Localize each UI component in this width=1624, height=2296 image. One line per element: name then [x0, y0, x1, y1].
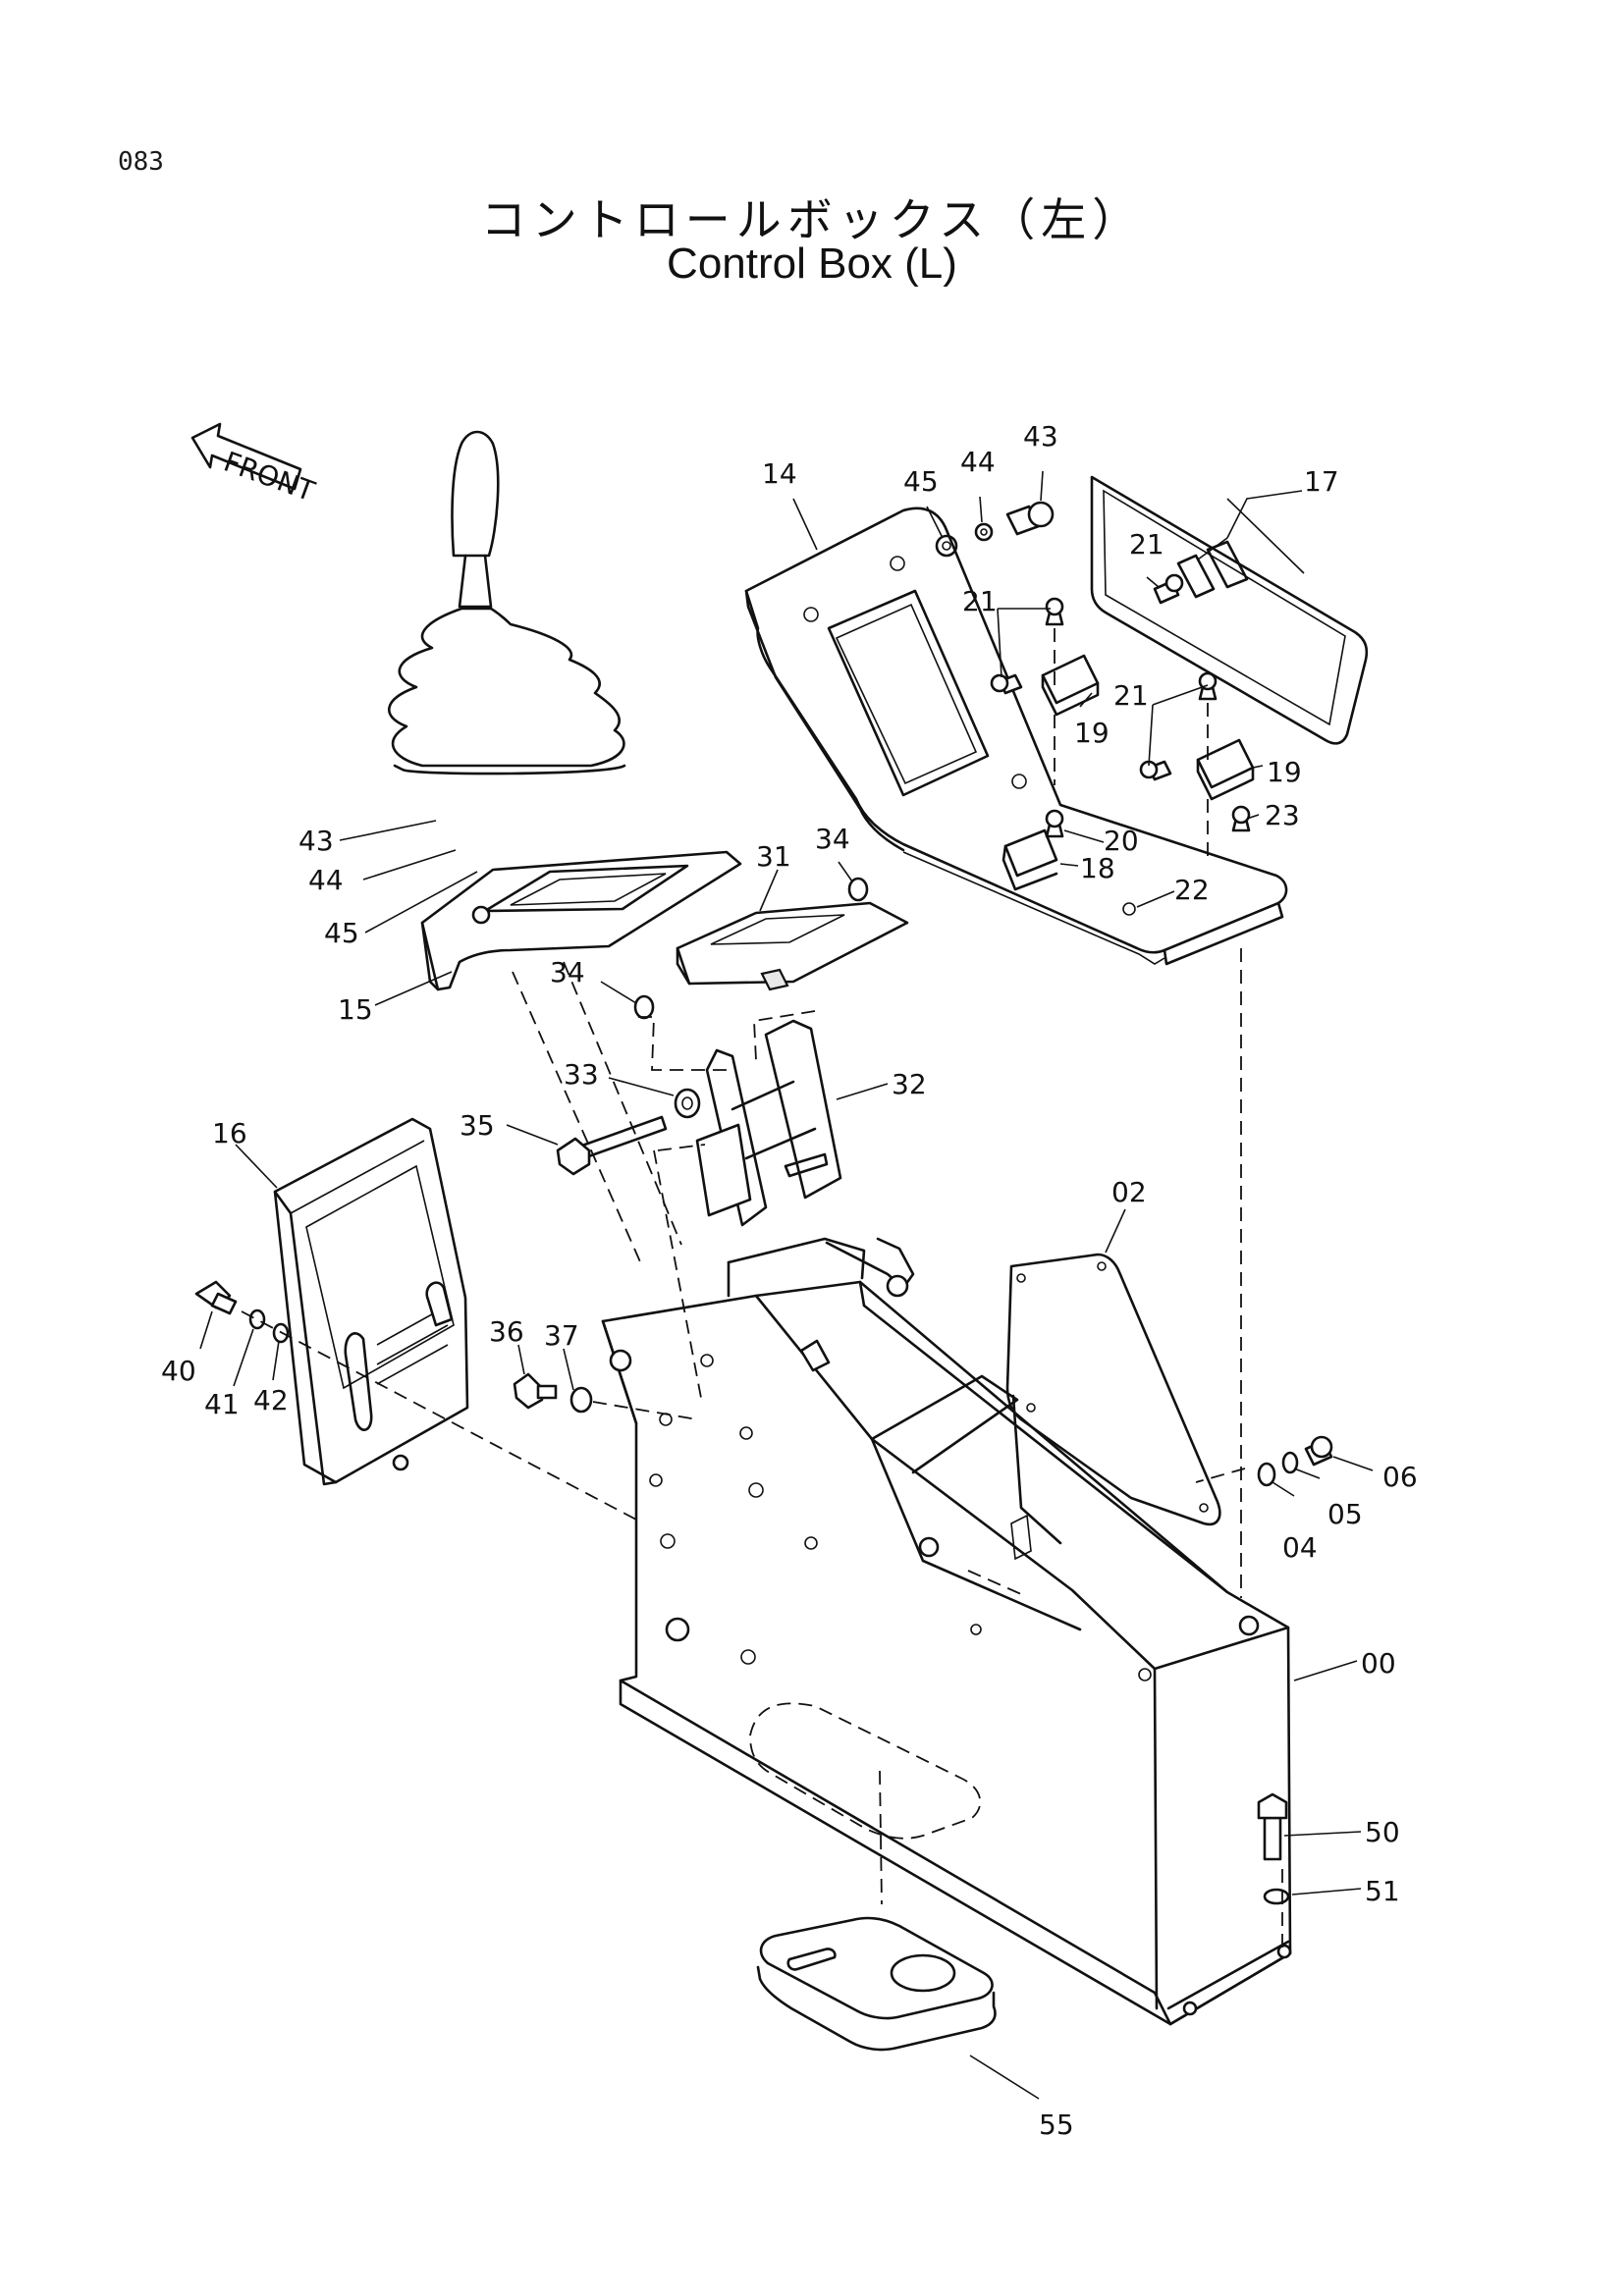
callout-leaders	[199, 470, 1374, 2100]
part-32-support-bracket	[695, 1019, 842, 1227]
callout-06: 06	[1382, 1461, 1418, 1493]
front-arrow: FRONT	[190, 422, 320, 508]
part-50-bolt	[1257, 1792, 1288, 1861]
fasteners-upper-right	[935, 501, 1251, 916]
title-english: Control Box (L)	[667, 240, 957, 288]
part-35-bolt	[556, 1115, 668, 1176]
callout-numbers: 14 45 44 43 17 21 21 21 19 19 23 20 18 2…	[161, 420, 1418, 2141]
callout-31: 31	[756, 840, 791, 873]
part-06-bolt	[1304, 1435, 1333, 1467]
part-14-upper-cover	[744, 507, 1288, 966]
part-31-gate-plate	[676, 901, 909, 991]
callout-22: 22	[1174, 874, 1210, 906]
callout-23: 23	[1265, 799, 1300, 831]
title-japanese: コントロールボックス（左）	[480, 193, 1144, 246]
callout-21-c: 21	[1113, 679, 1149, 712]
callout-32: 32	[892, 1068, 927, 1100]
callout-44: 44	[960, 446, 996, 478]
part-05-washer	[1281, 1451, 1299, 1474]
callout-14: 14	[762, 457, 797, 490]
part-17-plate	[1090, 475, 1369, 745]
callout-20: 20	[1104, 825, 1139, 857]
callout-36: 36	[489, 1315, 524, 1348]
part-02-cover-plate	[1005, 1253, 1221, 1526]
part-51-washer	[1263, 1888, 1290, 1905]
callout-19-b: 19	[1267, 756, 1302, 788]
callout-34-a: 34	[815, 823, 850, 855]
assembly-lines	[241, 948, 1283, 1948]
callout-16: 16	[212, 1117, 247, 1149]
part-34-washer-a	[847, 877, 869, 902]
part-19-bracket-a	[1041, 654, 1100, 717]
part-33-washer	[674, 1088, 701, 1119]
callout-04: 04	[1282, 1531, 1318, 1564]
part-00-main-box	[601, 1237, 1292, 2026]
callout-02: 02	[1111, 1176, 1147, 1208]
page-number: 083	[118, 147, 164, 177]
callout-21-a: 21	[1129, 528, 1164, 561]
part-36-bolt	[513, 1372, 558, 1410]
part-04-washer	[1257, 1462, 1276, 1487]
part-16-side-panel	[273, 1117, 469, 1486]
callout-43-b: 43	[298, 825, 334, 857]
part-18-bracket	[1001, 828, 1058, 891]
control-lever	[388, 430, 626, 775]
callout-19-a: 19	[1074, 717, 1110, 749]
part-41-washer	[248, 1308, 266, 1330]
callout-05: 05	[1327, 1498, 1363, 1530]
callout-21-b: 21	[962, 585, 998, 617]
callout-51: 51	[1365, 1875, 1400, 1907]
callout-45-b: 45	[324, 917, 359, 949]
callout-44-b: 44	[308, 864, 344, 896]
callout-15: 15	[338, 993, 373, 1026]
part-34-washer-b	[633, 994, 655, 1020]
callout-45: 45	[903, 465, 939, 498]
callout-41: 41	[204, 1388, 240, 1420]
callout-34-b: 34	[550, 956, 585, 988]
callout-35: 35	[460, 1109, 495, 1142]
part-37-washer	[569, 1386, 593, 1414]
part-15-guide-plate	[420, 850, 742, 991]
callout-17: 17	[1304, 465, 1339, 498]
callout-40: 40	[161, 1355, 196, 1387]
callout-43: 43	[1023, 420, 1058, 453]
callout-42: 42	[253, 1384, 289, 1416]
callout-50: 50	[1365, 1816, 1400, 1848]
part-55-floor-plate	[756, 1916, 997, 2052]
callout-33: 33	[564, 1058, 599, 1091]
callout-00: 00	[1361, 1647, 1396, 1680]
callout-37: 37	[544, 1319, 579, 1352]
callout-18: 18	[1080, 852, 1115, 884]
part-19-bracket-b	[1196, 738, 1255, 801]
front-arrow-label: FRONT	[220, 446, 320, 508]
callout-55: 55	[1039, 2109, 1074, 2141]
part-40-bolt	[194, 1280, 238, 1315]
